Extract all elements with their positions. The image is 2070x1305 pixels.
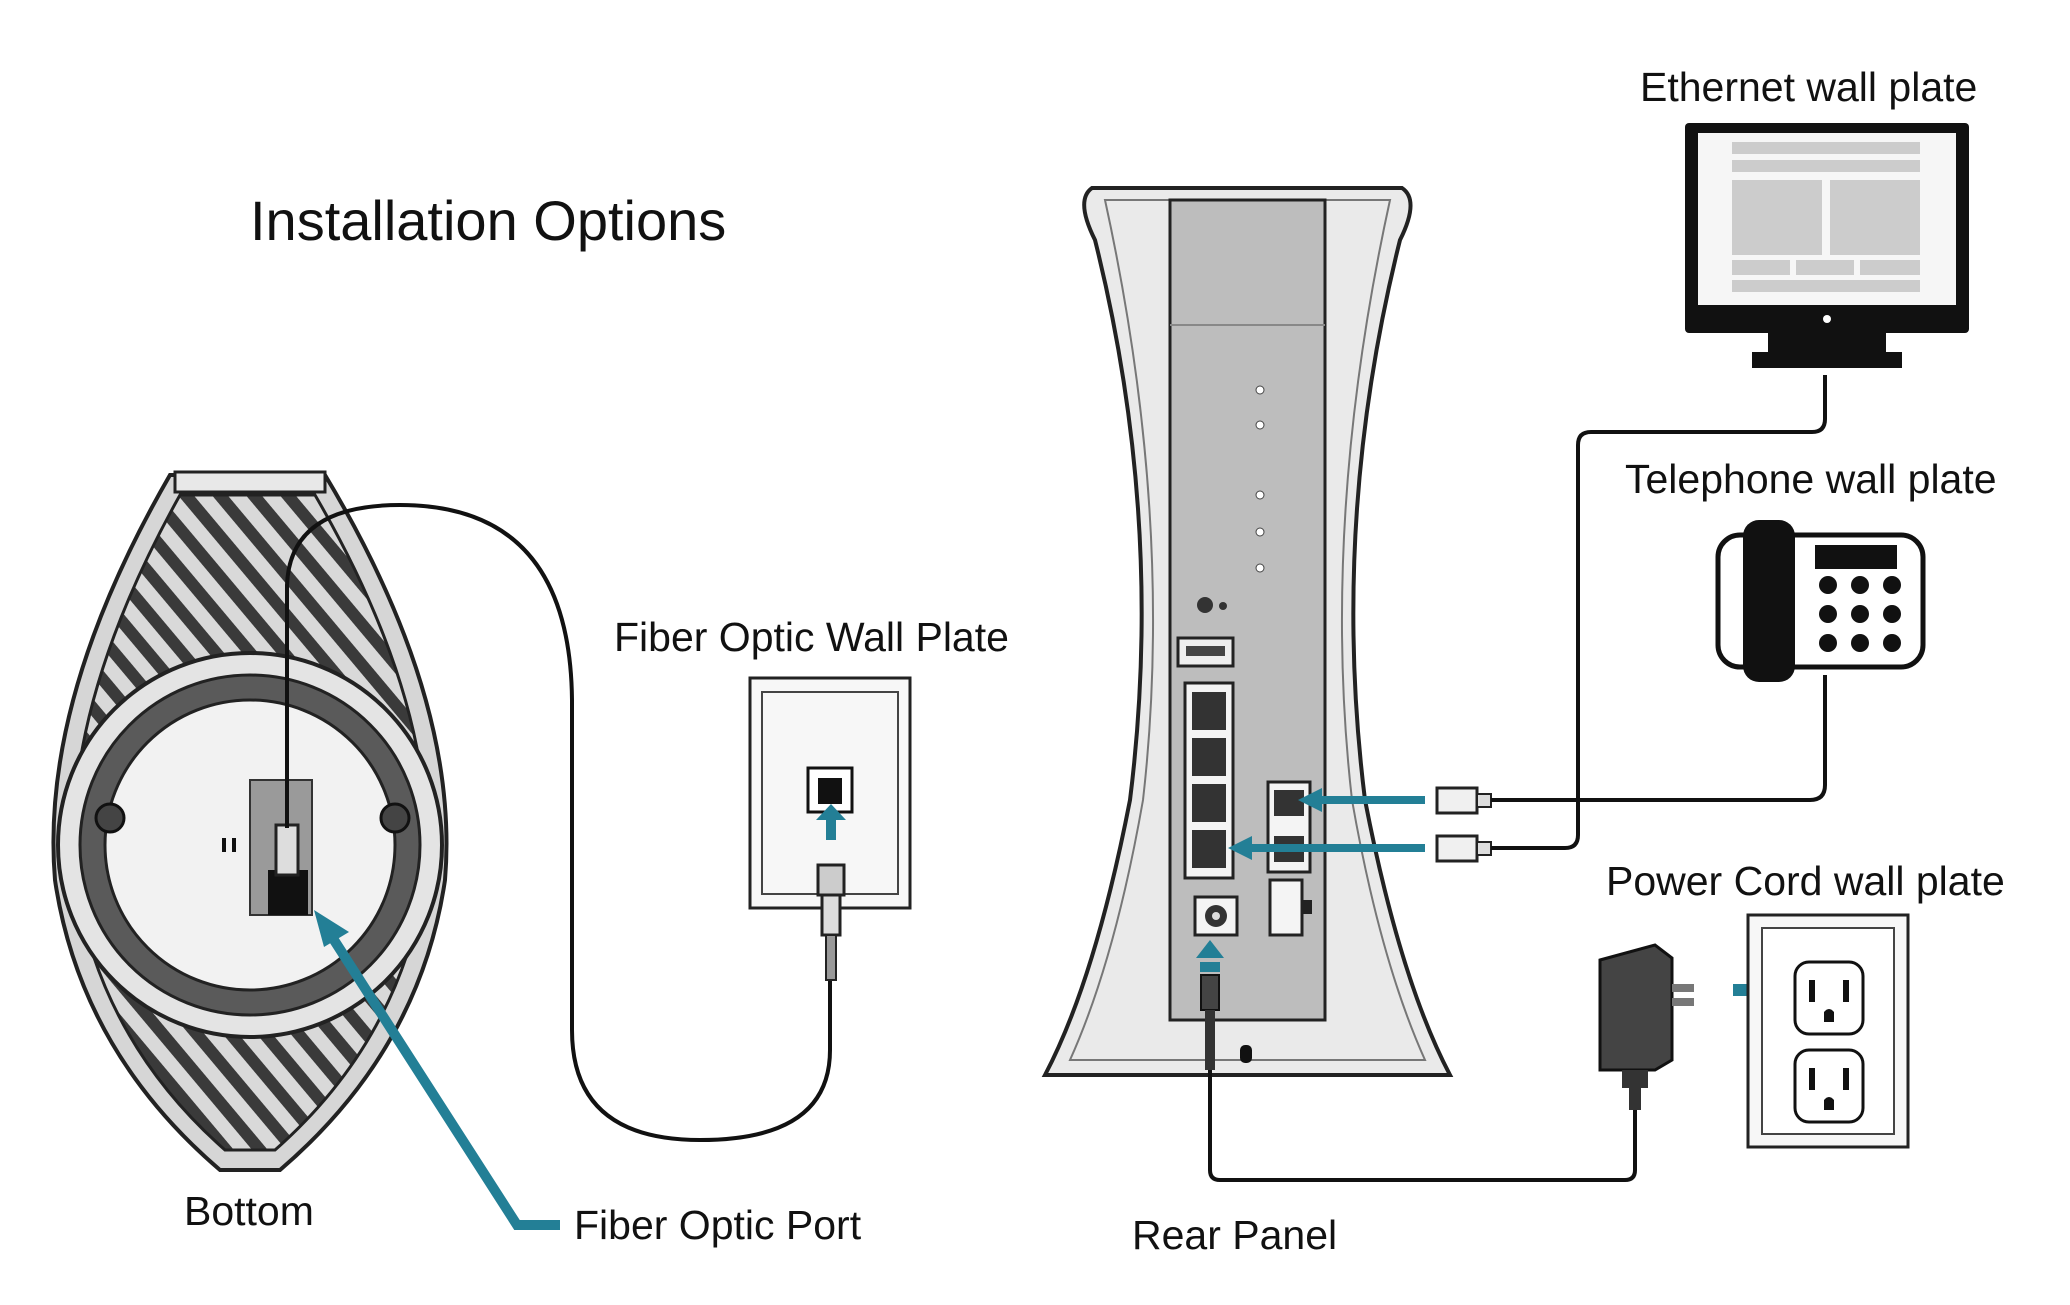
dc-power-plug: [1196, 940, 1637, 1182]
fiber-wall-plate-icon: [748, 676, 912, 981]
monitor-icon: [1685, 123, 1969, 368]
label-power-cord-wall-plate: Power Cord wall plate: [1606, 858, 2005, 904]
power-adapter-icon: [1598, 943, 1694, 1110]
fiber-optic-port-arrow: [314, 910, 560, 1230]
device-bottom-view: [51, 470, 449, 1172]
device-rear-panel: [1041, 186, 1454, 1077]
outlet-icon: [1746, 913, 1910, 1149]
page-title: Installation Options: [250, 189, 727, 252]
fiber-cable: [285, 502, 832, 1143]
desk-phone-icon: [1715, 520, 1926, 682]
label-fiber-optic-port: Fiber Optic Port: [574, 1202, 862, 1248]
label-rear-panel: Rear Panel: [1132, 1212, 1338, 1258]
telephone-cable: [1298, 675, 1827, 815]
label-fiber-optic-wall-plate: Fiber Optic Wall Plate: [614, 614, 1009, 660]
ethernet-cable: [1228, 375, 1827, 863]
label-telephone-wall-plate: Telephone wall plate: [1625, 456, 1997, 502]
label-ethernet-wall-plate: Ethernet wall plate: [1640, 64, 1978, 110]
label-bottom: Bottom: [184, 1188, 314, 1234]
